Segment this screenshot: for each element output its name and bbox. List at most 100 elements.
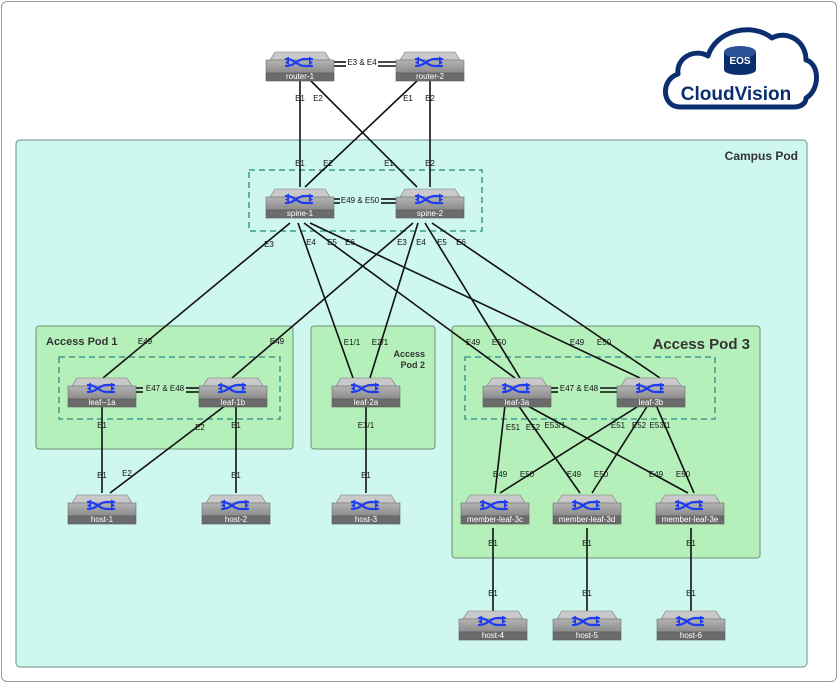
link-leaf3a-ml3d: [517, 404, 581, 494]
cloudvision-text: CloudVision: [681, 84, 791, 105]
leaf3-peer-label: E47 & E48: [560, 384, 599, 393]
campus-pod-title: Campus Pod: [725, 149, 798, 163]
port-label: E52: [526, 423, 541, 432]
port-label: E1: [686, 589, 696, 598]
host-4[interactable]: host-4: [457, 609, 529, 642]
device-label: host-3: [355, 515, 378, 524]
port-label: E49: [570, 338, 585, 347]
device-label: leaf-1b: [221, 398, 246, 407]
host-5[interactable]: host-5: [551, 609, 623, 642]
link-r1-s2: [309, 79, 418, 188]
device-label: member-leaf-3c: [467, 515, 523, 524]
host-6[interactable]: host-6: [655, 609, 727, 642]
port-label: E2: [425, 159, 435, 168]
port-label: E1: [582, 539, 592, 548]
port-label: E1: [231, 421, 241, 430]
leaf1-mlag-box: [58, 356, 281, 420]
port-label: E2: [323, 159, 333, 168]
link-leaf3b-ml3c: [499, 404, 641, 494]
port-label: E1/1: [344, 338, 361, 347]
port-label: E50: [594, 470, 609, 479]
link-s1-leaf3b: [309, 222, 641, 379]
device-label: member-leaf-3d: [559, 515, 615, 524]
link-s1-leaf2a: [297, 222, 354, 379]
port-label: E6: [456, 238, 466, 247]
link-r2-s1: [304, 79, 419, 188]
port-label: E49: [466, 338, 481, 347]
spine-2[interactable]: spine-2: [394, 187, 466, 220]
eos-badge-text: EOS: [729, 56, 750, 67]
link-leaf3b-ml3d: [591, 404, 649, 494]
port-label: E2: [195, 423, 205, 432]
spine-mlag-box: [248, 169, 483, 232]
port-label: E50: [597, 338, 612, 347]
member-leaf-3e[interactable]: member-leaf-3e: [654, 493, 726, 526]
port-label: E49: [138, 337, 153, 346]
port-label: E51: [611, 421, 626, 430]
device-label: router-2: [416, 72, 445, 81]
device-label: leaf-3a: [505, 398, 530, 407]
device-label: member-leaf-3e: [662, 515, 719, 524]
leaf1-peer-label: E47 & E48: [146, 384, 185, 393]
member-leaf-3d[interactable]: member-leaf-3d: [551, 493, 623, 526]
port-label: E4: [416, 238, 426, 247]
device-label: router-1: [286, 72, 315, 81]
port-label: E1: [231, 471, 241, 480]
port-label: E1: [488, 589, 498, 598]
link-s1-leaf3a: [303, 222, 516, 379]
router-2[interactable]: router-2: [394, 50, 466, 83]
port-label: E3/1: [358, 421, 375, 430]
port-label: E50: [492, 338, 507, 347]
leaf-2a[interactable]: leaf-2a: [330, 376, 402, 409]
host-2[interactable]: host-2: [200, 493, 272, 526]
port-label: E1: [403, 94, 413, 103]
device-label: host-2: [225, 515, 248, 524]
port-label: E2: [313, 94, 323, 103]
port-label: E52: [632, 421, 647, 430]
port-label: E2/1: [372, 338, 389, 347]
spine-1[interactable]: spine-1: [264, 187, 336, 220]
link-s1-leaf1a: [102, 222, 291, 379]
port-label: E3: [264, 240, 274, 249]
device-label: leaf-3b: [639, 398, 664, 407]
member-leaf-3c[interactable]: member-leaf-3c: [459, 493, 531, 526]
leaf-1b[interactable]: leaf-1b: [197, 376, 269, 409]
port-label: E51: [506, 423, 521, 432]
port-label: E1: [97, 421, 107, 430]
link-leaf3b-ml3e: [655, 404, 695, 494]
port-label: E49: [649, 470, 664, 479]
host-3[interactable]: host-3: [330, 493, 402, 526]
device-label: spine-1: [287, 209, 314, 218]
port-label: E1: [97, 471, 107, 480]
port-label: E2: [122, 469, 132, 478]
leaf-3b[interactable]: leaf-3b: [615, 376, 687, 409]
port-label: E1: [488, 539, 498, 548]
access-pod-2-title-line2: Pod 2: [400, 360, 425, 370]
host-1[interactable]: host-1: [66, 493, 138, 526]
port-label: E1: [295, 94, 305, 103]
port-labels: E1 E2 E1 E2 E1 E2 E1 E2 E3 E4 E5 E6 E3 E…: [97, 94, 696, 598]
port-label: E49: [493, 470, 508, 479]
port-label: E2: [425, 94, 435, 103]
port-label: E1: [384, 159, 394, 168]
device-label: spine-2: [417, 209, 444, 218]
port-label: E1: [361, 471, 371, 480]
port-label: E53/1: [650, 421, 671, 430]
spine-peer-label: E49 & E50: [341, 196, 380, 205]
cloudvision-logo: EOS CloudVision: [663, 27, 819, 110]
leaf3-mlag-box: [464, 356, 716, 420]
port-label: E4: [306, 238, 316, 247]
port-label: E1: [582, 589, 592, 598]
leaf-3a[interactable]: leaf-3a: [481, 376, 553, 409]
device-label: host-5: [576, 631, 599, 640]
port-label: E6: [345, 238, 355, 247]
port-label: E3: [397, 238, 407, 247]
device-label: host-1: [91, 515, 114, 524]
port-label: E49: [270, 337, 285, 346]
leaf-1a[interactable]: leaf--1a: [66, 376, 138, 409]
link-leaf1b-host1: [109, 404, 227, 494]
port-label: E1: [295, 159, 305, 168]
device-label: host-4: [482, 631, 505, 640]
router-1[interactable]: router-1: [264, 50, 336, 83]
